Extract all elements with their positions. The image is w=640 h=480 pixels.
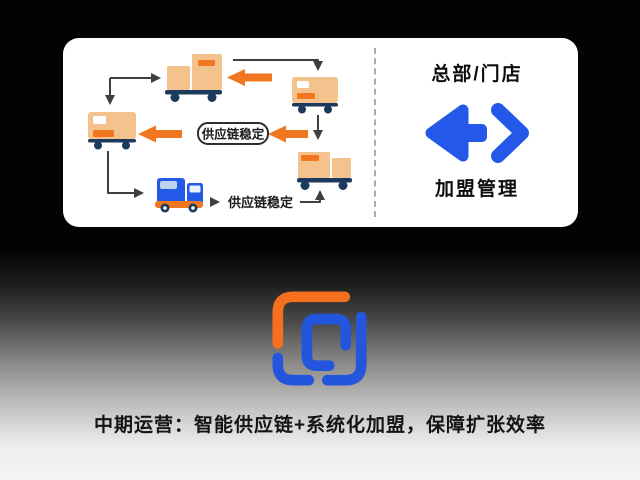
dashed-divider [374, 48, 376, 217]
box-cart-icon [297, 152, 352, 190]
orange-left-arrow [268, 125, 308, 143]
exchange-arrows-icon [425, 102, 529, 163]
orange-left-arrow [138, 125, 182, 143]
flow-label-text: 供应链稳定 [227, 195, 293, 210]
flow-elbow-arrow [107, 151, 144, 198]
flow-elbow-arrow [300, 190, 325, 203]
brand-logo-icon [271, 290, 368, 387]
cargo-truck-icon [292, 77, 338, 114]
flow-elbow-arrow [105, 73, 161, 105]
pill-label: 供应链稳定 [197, 122, 269, 145]
panel-title: 总部/门店 [431, 63, 523, 85]
franchise-panel: 总部/门店 加盟管理 [376, 38, 578, 227]
supply-chain-diagram: 供应链稳定 [88, 54, 352, 213]
box-cart-icon [165, 54, 222, 102]
panel-subtitle: 加盟管理 [434, 178, 519, 200]
orange-left-arrow [227, 69, 272, 86]
info-card: 供应链稳定 [63, 38, 578, 227]
flow-elbow-arrow [233, 59, 323, 71]
pill-label-text: 供应链稳定 [201, 127, 265, 142]
delivery-truck-icon [155, 178, 203, 213]
cargo-truck-icon [88, 112, 136, 150]
caption: 中期运营：智能供应链+系统化加盟，保障扩张效率 [93, 415, 547, 436]
